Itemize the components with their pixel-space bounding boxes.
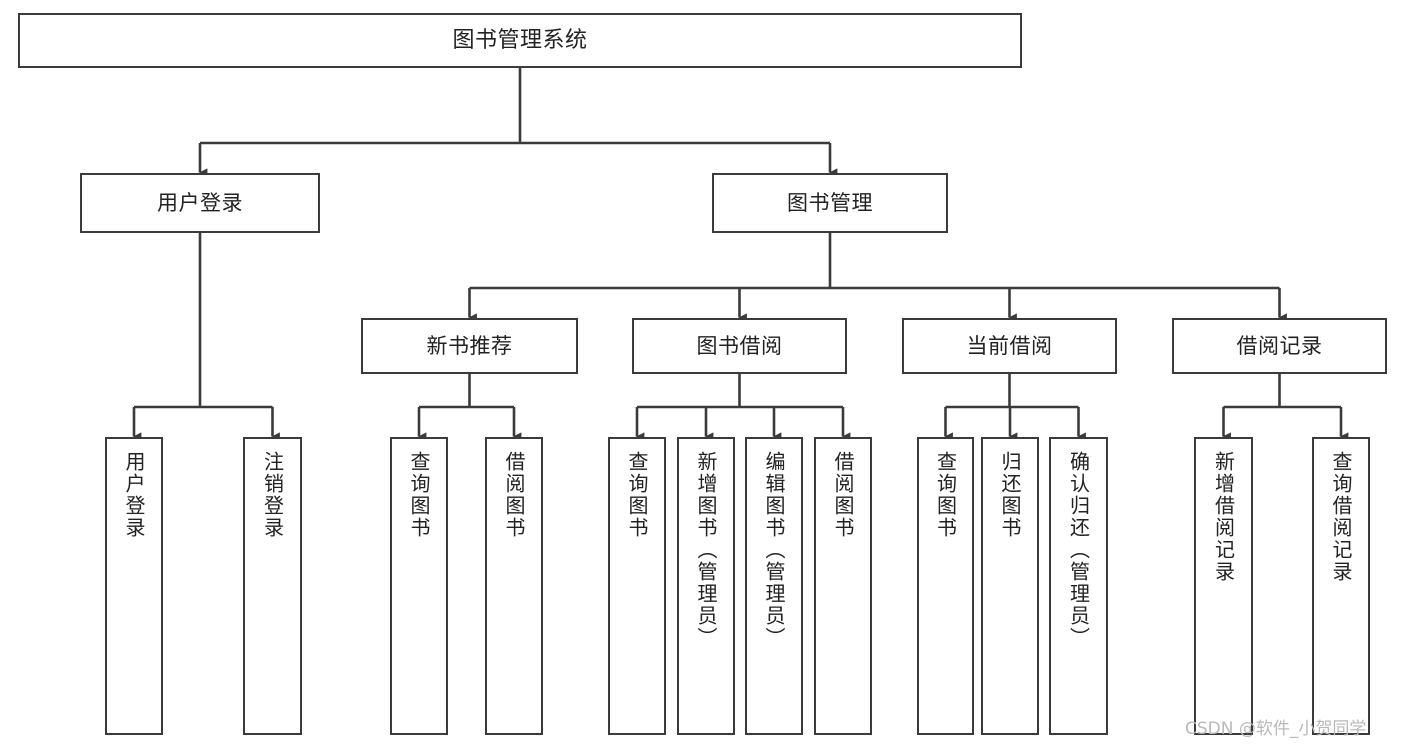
node-book-borrow[interactable]: 图书借阅 bbox=[632, 318, 847, 374]
node-new-book-rec[interactable]: 新书推荐 bbox=[361, 318, 578, 374]
node-label: 归还图书 bbox=[998, 451, 1022, 539]
node-label: 注销登录 bbox=[260, 451, 285, 539]
node-leaf-user-logout[interactable]: 注销登录 bbox=[243, 437, 302, 735]
node-leaf-user-login[interactable]: 用户登录 bbox=[105, 437, 163, 735]
node-book-manage[interactable]: 图书管理 bbox=[712, 173, 948, 233]
node-label: 确认归还（管理员） bbox=[1066, 451, 1091, 649]
node-label: 查询图书 bbox=[625, 451, 649, 539]
node-current-borrow[interactable]: 当前借阅 bbox=[902, 318, 1117, 374]
node-label: 图书管理系统 bbox=[452, 27, 588, 53]
node-leaf-confirm-return[interactable]: 确认归还（管理员） bbox=[1049, 437, 1108, 735]
node-leaf-borrow-book-2[interactable]: 借阅图书 bbox=[814, 437, 872, 735]
node-leaf-borrow-book-1[interactable]: 借阅图书 bbox=[485, 437, 543, 735]
node-label: 图书借阅 bbox=[696, 333, 783, 358]
node-label: 新增借阅记录 bbox=[1211, 451, 1236, 583]
node-leaf-add-book[interactable]: 新增图书（管理员） bbox=[677, 437, 735, 735]
node-label: 查询借阅记录 bbox=[1329, 451, 1353, 583]
node-label: 查询图书 bbox=[933, 451, 958, 539]
node-label: 新书推荐 bbox=[426, 333, 513, 358]
node-leaf-query-book-2[interactable]: 查询图书 bbox=[608, 437, 666, 735]
node-label: 借阅记录 bbox=[1236, 333, 1323, 358]
node-label: 用户登录 bbox=[157, 190, 243, 215]
node-leaf-query-book-1[interactable]: 查询图书 bbox=[390, 437, 448, 735]
node-label: 图书管理 bbox=[787, 190, 873, 215]
node-leaf-add-record[interactable]: 新增借阅记录 bbox=[1194, 437, 1253, 735]
node-leaf-query-record[interactable]: 查询借阅记录 bbox=[1312, 437, 1370, 735]
node-leaf-query-book-3[interactable]: 查询图书 bbox=[917, 437, 974, 735]
node-leaf-edit-book[interactable]: 编辑图书（管理员） bbox=[745, 437, 803, 735]
node-label: 新增图书（管理员） bbox=[694, 451, 718, 649]
node-label: 用户登录 bbox=[122, 451, 146, 539]
node-borrow-record[interactable]: 借阅记录 bbox=[1172, 318, 1387, 374]
node-label: 当前借阅 bbox=[966, 333, 1053, 358]
watermark-label: CSDN @软件_小贺同学 bbox=[1185, 719, 1367, 739]
node-user-login[interactable]: 用户登录 bbox=[80, 173, 320, 233]
node-root[interactable]: 图书管理系统 bbox=[18, 13, 1022, 68]
node-label: 借阅图书 bbox=[502, 451, 526, 539]
node-label: 借阅图书 bbox=[831, 451, 855, 539]
node-label: 查询图书 bbox=[407, 451, 431, 539]
node-leaf-return-book[interactable]: 归还图书 bbox=[981, 437, 1039, 735]
node-label: 编辑图书（管理员） bbox=[762, 451, 786, 649]
